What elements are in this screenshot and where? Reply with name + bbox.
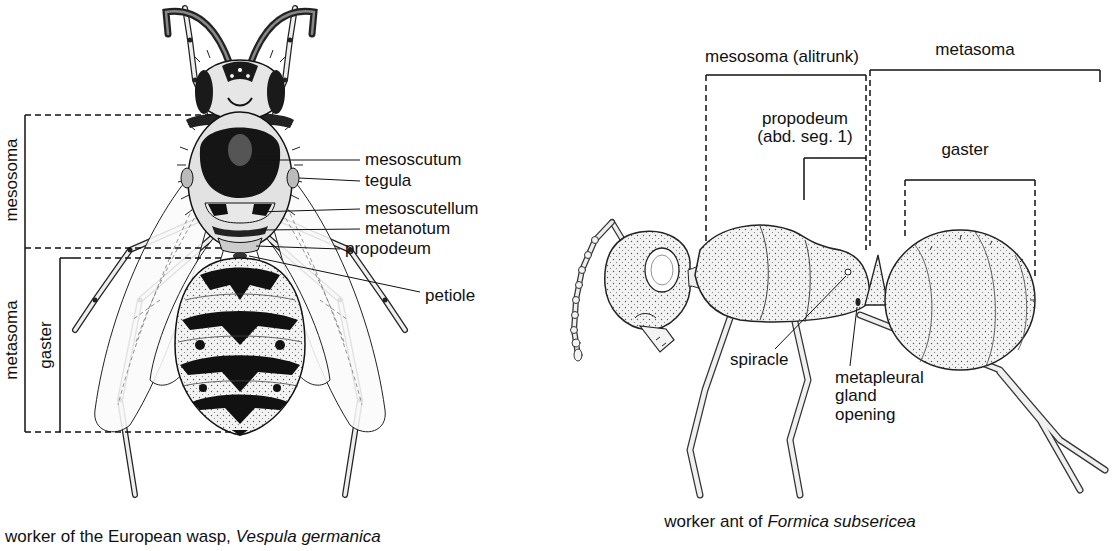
caption-text: worker ant of xyxy=(664,512,762,532)
part-label: mesoscutellum xyxy=(365,200,478,218)
caption: worker of the European wasp,Vespula germ… xyxy=(5,527,381,547)
part-label: mesoscutum xyxy=(365,151,461,169)
wasp-antennae xyxy=(166,11,314,65)
part-label: mesosoma (alitrunk) xyxy=(705,48,859,66)
part-label: gaster xyxy=(941,141,988,159)
part-label: metanotum xyxy=(365,220,450,238)
caption-text: worker of the European wasp, xyxy=(5,527,231,547)
part-label: gaster xyxy=(37,321,55,368)
part-label: metapleural gland opening xyxy=(835,369,935,424)
ant-brackets xyxy=(706,70,1100,280)
part-label: propodeum (abd. seg. 1) xyxy=(749,110,861,147)
part-label: tegula xyxy=(365,172,411,190)
part-label: spiracle xyxy=(730,351,789,369)
part-label: mesosoma xyxy=(3,138,21,221)
ant-mesosoma xyxy=(695,225,870,322)
wasp-gaster xyxy=(175,258,305,436)
caption-text: Vespula germanica xyxy=(236,527,381,547)
caption: worker ant ofFormica subsericea xyxy=(664,512,916,532)
wasp-mesosoma xyxy=(177,112,303,260)
part-label: propodeum xyxy=(345,240,431,258)
ant-gaster xyxy=(885,230,1035,370)
part-label: petiole xyxy=(425,287,475,305)
part-label: metasoma xyxy=(3,300,21,379)
wasp-brackets xyxy=(25,115,235,432)
part-label: metasoma xyxy=(935,41,1014,59)
ant-legs xyxy=(690,315,1105,495)
caption-text: Formica subsericea xyxy=(767,512,915,532)
ant-head xyxy=(605,231,704,352)
